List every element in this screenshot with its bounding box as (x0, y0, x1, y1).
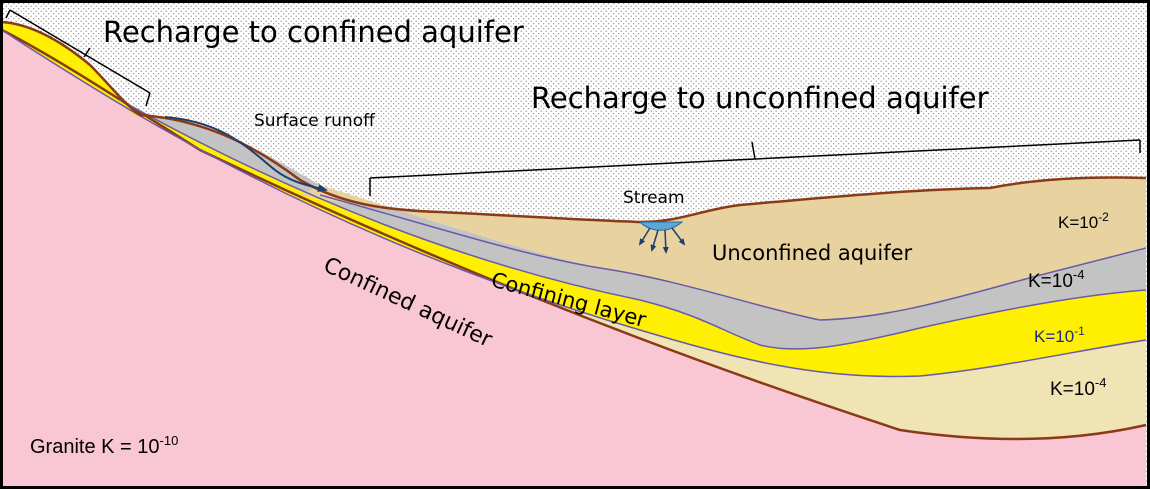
confining-layer-top-line (319, 194, 1147, 321)
k-lower-label: K=10-4 (1050, 375, 1106, 400)
recharge-confined-label: Recharge to confined aquifer (103, 15, 524, 49)
k-lower-base: K=10 (1050, 379, 1095, 400)
stream-seepage-arrows (638, 227, 686, 254)
ground-surface-line (1, 20, 1147, 224)
k-unconfined-label: K=10-2 (1058, 210, 1109, 232)
k-confined-base: K=10 (1034, 327, 1074, 346)
k-lower-exponent: -4 (1095, 375, 1107, 390)
granite-boundary-line (1, 28, 1147, 441)
confined-aquifer-layer (2, 28, 1146, 377)
unconfined-aquifer-layer (300, 177, 1146, 320)
granite-k-label: Granite K = 10-10 (30, 433, 178, 458)
recharge-unconfined-label: Recharge to unconfined aquifer (531, 81, 989, 115)
unconfined-recharge-bracket (369, 139, 1141, 196)
stream-water (638, 221, 684, 231)
unconfined-aquifer-label: Unconfined aquifer (712, 241, 913, 265)
k-confined-label: K=10-1 (1034, 324, 1085, 346)
k-unconfined-exponent: -2 (1098, 210, 1109, 224)
lower-sand-layer (2, 30, 1146, 440)
granite-k-exponent: -10 (160, 433, 179, 448)
k-confining-base: K=10 (1028, 271, 1073, 292)
k-confining-label: K=10-4 (1028, 267, 1084, 292)
granite-layer (2, 30, 1146, 487)
k-unconfined-base: K=10 (1058, 213, 1098, 232)
granite-k-base: Granite K = 10 (30, 436, 160, 458)
stream-label: Stream (623, 188, 685, 208)
k-confining-exponent: -4 (1073, 267, 1085, 282)
confined-aquifer-outcrop (2, 22, 140, 115)
confined-recharge-bracket (5, 9, 151, 107)
confined-aquifer-top-line (119, 99, 1147, 350)
k-confined-exponent: -1 (1074, 324, 1085, 338)
surface-runoff-arrow (164, 116, 328, 192)
lower-sand-boundary-line (1, 29, 1147, 378)
surface-runoff-label: Surface runoff (254, 111, 376, 131)
